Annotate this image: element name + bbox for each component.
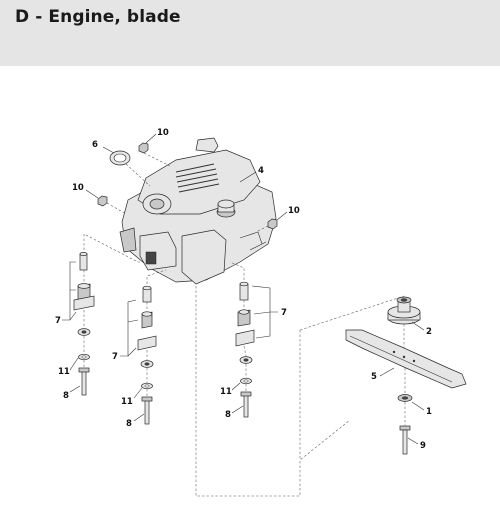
callout-8-middle: 8	[126, 419, 132, 429]
callout-7-middle: 7	[112, 352, 118, 362]
callout-8-left: 8	[63, 391, 69, 401]
nut-part-10-right[interactable]	[267, 218, 278, 230]
blade-bolt-part-9[interactable]	[399, 425, 411, 455]
callout-11-right: 11	[220, 387, 232, 397]
callout-9: 9	[420, 441, 426, 451]
mount-stack-middle[interactable]	[137, 285, 157, 425]
guide-lines	[83, 152, 406, 497]
callouts: 6 10 4 10 10 7 7 7 11 8 11 8 11 8 2 5 1 …	[55, 128, 432, 451]
callout-10-left: 10	[72, 183, 84, 193]
callout-7-right: 7	[281, 308, 287, 318]
blade-adapter-part-2[interactable]	[387, 296, 421, 325]
callout-6: 6	[92, 140, 98, 150]
callout-1: 1	[426, 407, 432, 417]
page-header: D - Engine, blade	[0, 0, 500, 66]
mount-stack-left[interactable]	[73, 252, 95, 396]
nut-part-10-left[interactable]	[97, 195, 108, 207]
callout-7-left: 7	[55, 316, 61, 326]
callout-11-middle: 11	[121, 397, 133, 407]
callout-10-right: 10	[288, 206, 300, 216]
washer-part-1[interactable]	[397, 394, 413, 402]
callout-4: 4	[258, 166, 264, 176]
leader-lines	[62, 133, 425, 445]
callout-2: 2	[426, 327, 432, 337]
blade-part-5[interactable]	[345, 329, 467, 389]
page-title: D - Engine, blade	[15, 7, 181, 27]
callout-5: 5	[371, 372, 377, 382]
nut-part-10-top[interactable]	[138, 142, 149, 154]
gasket-ring-part-6[interactable]	[109, 150, 131, 166]
callout-10-top: 10	[157, 128, 169, 138]
callout-8-right: 8	[225, 410, 231, 420]
engine-assembly[interactable]	[119, 137, 277, 285]
callout-11-left: 11	[58, 367, 70, 377]
mount-stack-right[interactable]	[235, 281, 255, 418]
